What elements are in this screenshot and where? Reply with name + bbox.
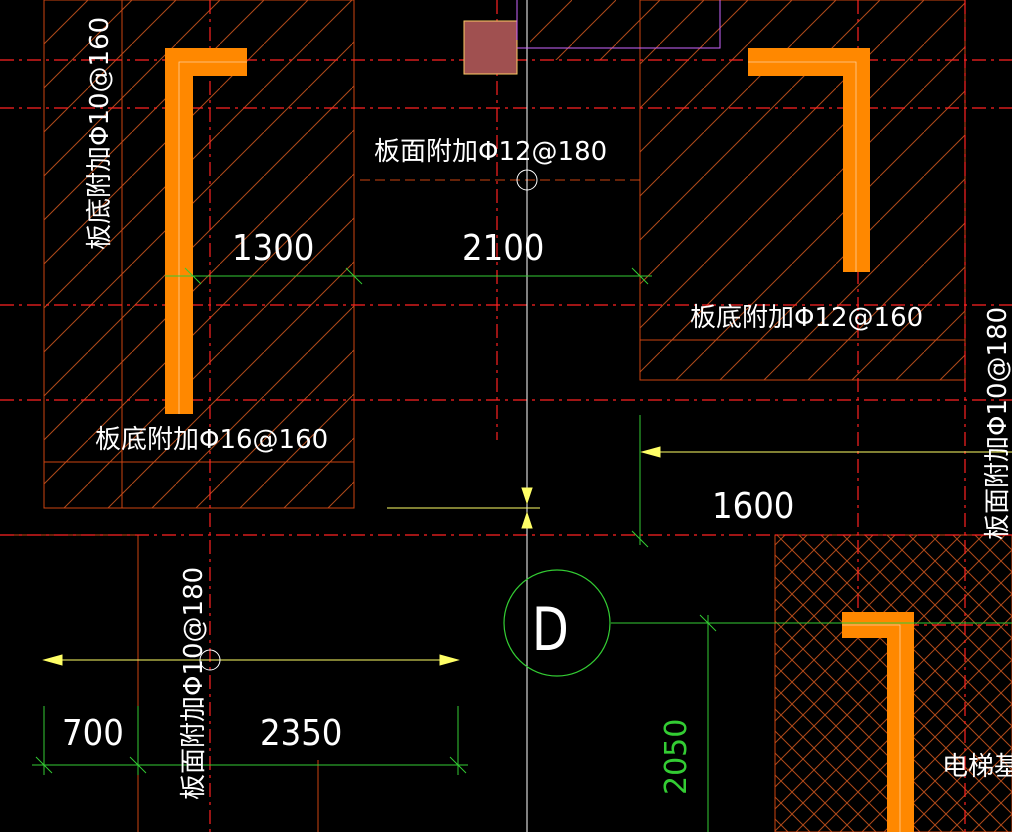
marker-circle-bottom: [199, 649, 221, 671]
hatch-region-top-center: [530, 0, 640, 60]
dimension-texts: 1300 2100 1600 700 2350 2050: [62, 228, 794, 795]
rebar-top-right: [748, 48, 870, 272]
annotation-right-middle: 板底附加Φ12@160: [690, 303, 923, 333]
rebar-top-left: [165, 48, 247, 414]
annotation-top-center: 板面附加Φ12@180: [374, 137, 607, 167]
marker-circle-top: [516, 169, 538, 191]
dimension-lines: [32, 267, 1012, 832]
magenta-outline: [517, 0, 721, 49]
outline-left-slab: [43, 0, 355, 509]
dim-text-1600: 1600: [712, 486, 794, 527]
column-square: [463, 20, 518, 75]
dim-text-2350: 2350: [260, 713, 342, 754]
annotations: 板底附加Φ10@160 板面附加Φ12@180 板底附加Φ12@160 板底附加…: [85, 17, 1012, 800]
annotation-top-left-vertical: 板底附加Φ10@160: [85, 17, 115, 250]
annotation-elevator-pit: 电梯基坑: [942, 752, 1012, 782]
leader-lines: [42, 446, 1012, 666]
hatch-region-left: [44, 0, 354, 508]
axis-bubble[interactable]: [503, 569, 611, 677]
dim-text-1300: 1300: [232, 228, 314, 269]
dim-text-700: 700: [62, 713, 124, 754]
rebar-inner-lines: [178, 61, 901, 832]
axis-bubble-label: D: [532, 595, 569, 665]
annotation-bottom-left-vertical: 板面附加Φ10@180: [179, 567, 209, 800]
annotation-right-edge-vertical: 板面附加Φ10@180: [983, 307, 1012, 540]
dim-text-2050: 2050: [659, 719, 694, 795]
rebar-shapes: [165, 48, 914, 832]
annotation-left-middle: 板底附加Φ16@160: [95, 425, 328, 455]
dim-text-2100: 2100: [462, 228, 544, 269]
rebar-bottom-right: [842, 612, 914, 832]
